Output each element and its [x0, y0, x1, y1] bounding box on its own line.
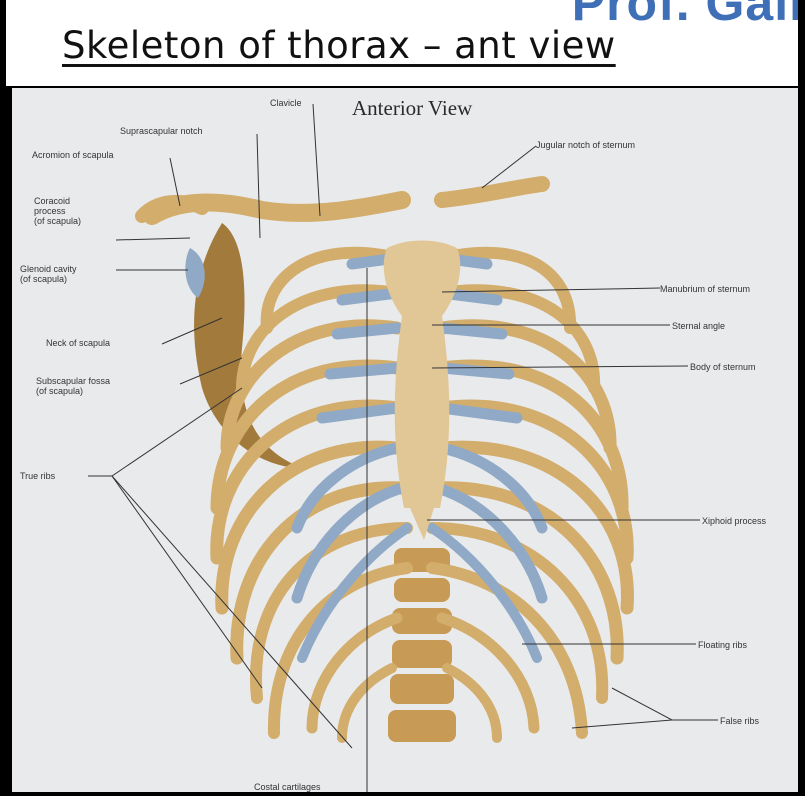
- label-jugular-notch: Jugular notch of sternum: [536, 140, 635, 150]
- vertebra-2: [394, 578, 450, 602]
- label-manubrium: Manubrium of sternum: [660, 284, 750, 294]
- label-false-ribs: False ribs: [720, 716, 759, 726]
- label-floating-ribs: Floating ribs: [698, 640, 747, 650]
- label-body-sternum: Body of sternum: [690, 362, 756, 372]
- label-sternal-angle: Sternal angle: [672, 321, 725, 331]
- sternum-body-shape: [395, 316, 450, 508]
- thorax-illustration: [12, 88, 798, 792]
- slide-title: Skeleton of thorax – ant view: [62, 24, 616, 67]
- vertebra-4: [392, 640, 452, 668]
- anatomy-figure: Anterior View Clavicle Suprascapular not…: [12, 88, 798, 792]
- vertebra-5: [390, 674, 454, 704]
- label-true-ribs: True ribs: [20, 471, 55, 481]
- label-coracoid: Coracoid process (of scapula): [34, 196, 81, 226]
- label-glenoid: Glenoid cavity (of scapula): [20, 264, 77, 284]
- label-acromion: Acromion of scapula: [32, 150, 114, 160]
- label-clavicle: Clavicle: [270, 98, 302, 108]
- label-xiphoid: Xiphoid process: [702, 516, 766, 526]
- clavicle-right: [442, 184, 542, 200]
- label-subscapular-fossa: Subscapular fossa (of scapula): [36, 376, 110, 396]
- vertebra-6: [388, 710, 456, 742]
- manubrium-shape: [384, 241, 461, 317]
- label-suprascapular-notch: Suprascapular notch: [120, 126, 203, 136]
- label-costal-cartilages: Costal cartilages: [254, 782, 321, 792]
- title-bar: Prof. Gali Skeleton of thorax – ant view: [6, 0, 798, 86]
- diagram-heading: Anterior View: [352, 96, 472, 121]
- label-neck-scapula: Neck of scapula: [46, 338, 110, 348]
- glenoid-shape: [185, 248, 204, 298]
